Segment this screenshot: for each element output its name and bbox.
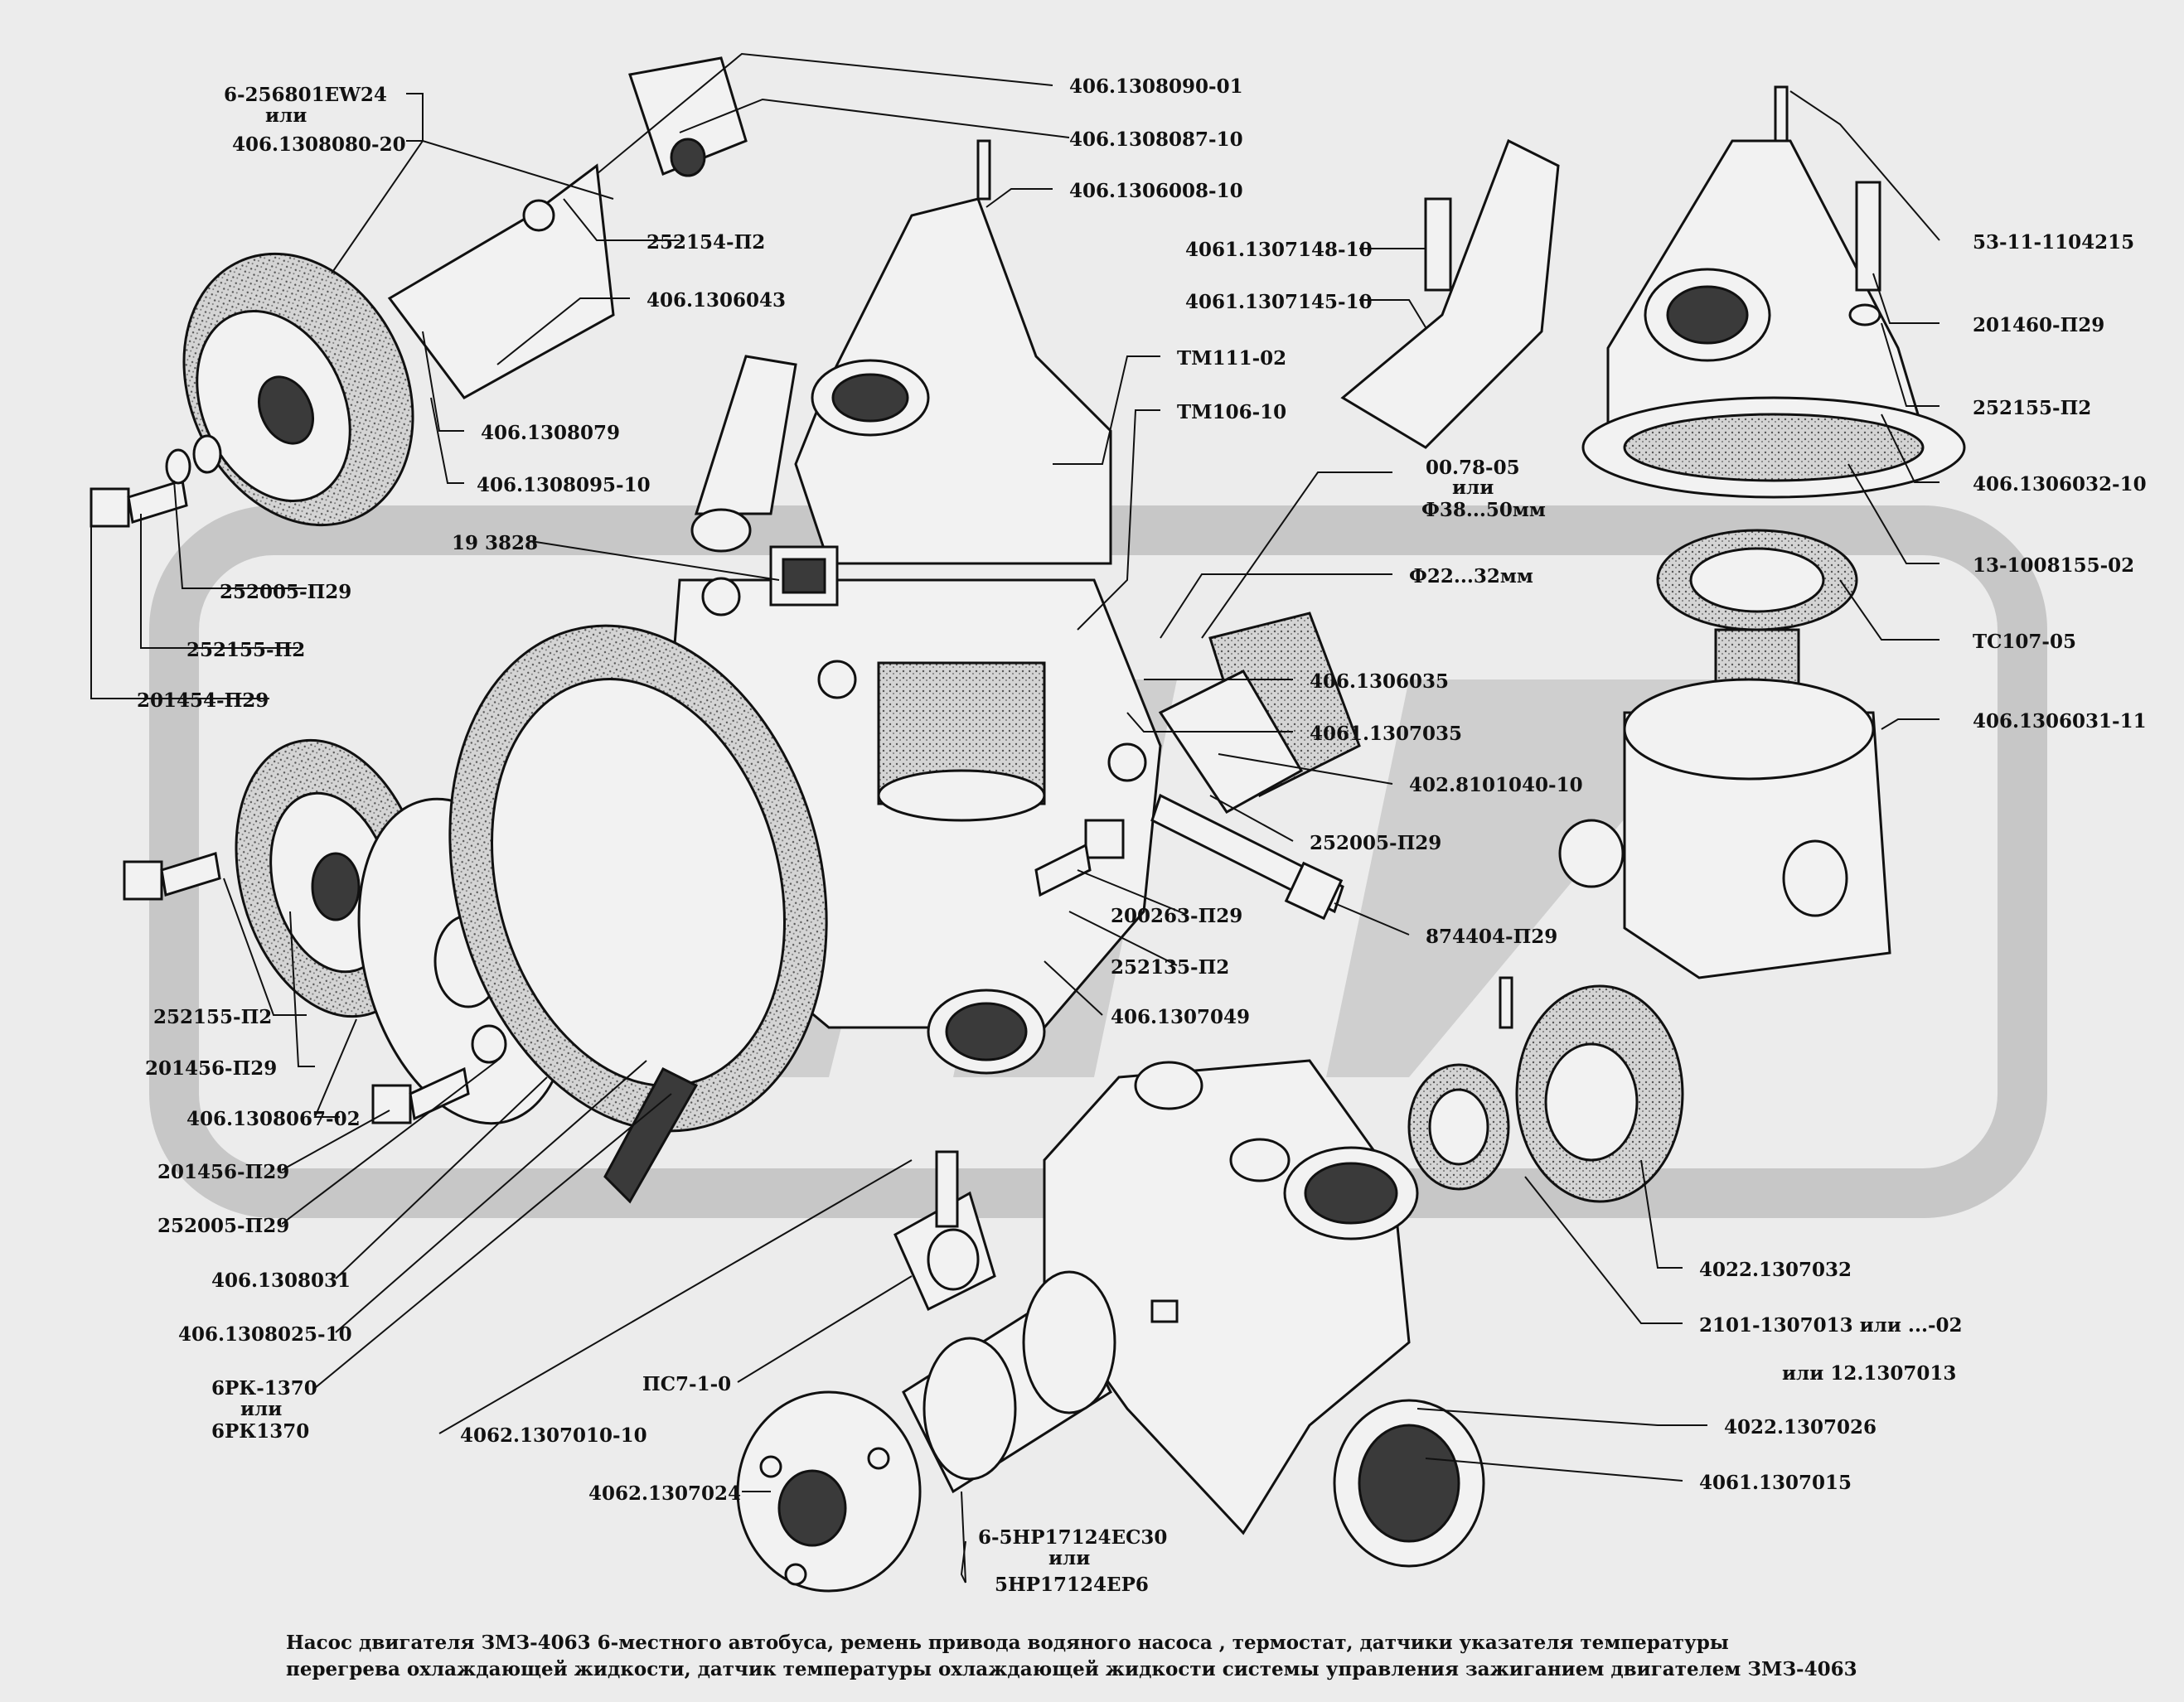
label-or-1: или: [265, 104, 307, 127]
label-F38-50mm: Ф38...50мм: [1421, 499, 1546, 521]
label-406-1308079: 406.1308079: [481, 422, 620, 444]
label-252005-P29-c: 252005-П29: [157, 1215, 289, 1237]
label-or-3: или: [240, 1398, 282, 1420]
label-406-1308087-10: 406.1308087-10: [1069, 128, 1243, 151]
label-5NR17124ER6: 5НР17124ЕР6: [995, 1574, 1149, 1596]
label-252005-P29-b: 252005-П29: [1310, 832, 1441, 854]
label-406-1308095-10: 406.1308095-10: [477, 474, 651, 496]
label-TC107-05: ТС107-05: [1973, 631, 2076, 653]
label-13-1008155-02: 13-1008155-02: [1973, 554, 2134, 577]
label-200263-P29: 200263-П29: [1111, 905, 1242, 927]
label-6RK1370: 6РК1370: [211, 1420, 309, 1443]
label-53-11-1104215: 53-11-1104215: [1973, 231, 2134, 254]
temperature-sensor-connector: [769, 545, 839, 607]
sensor-ps7: [893, 1150, 996, 1312]
label-201456-P29-b: 201456-П29: [157, 1161, 289, 1183]
label-406-1306008-10: 406.1306008-10: [1069, 180, 1243, 202]
label-TM111-02: ТМ111-02: [1177, 347, 1286, 370]
long-bolt-874404: [1150, 793, 1344, 921]
bolt-200263: [1034, 819, 1125, 897]
thermostat-right: [1558, 85, 1966, 979]
label-19-3828: 19 3828: [452, 532, 538, 554]
pump-shaft: [736, 1270, 1116, 1593]
label-201454-P29: 201454-П29: [137, 689, 269, 712]
label-406-1308080-20: 406.1308080-20: [232, 133, 406, 156]
label-402-8101040-10: 402.8101040-10: [1409, 774, 1583, 796]
label-4061-1307035: 4061.1307035: [1310, 723, 1462, 745]
label-406-1307049: 406.1307049: [1111, 1006, 1250, 1028]
water-pump-assembly: [90, 56, 1966, 1593]
label-6-256801EW24: 6-256801EW24: [224, 84, 387, 106]
thermostat-housing-center: [690, 139, 1112, 565]
figure-caption: Насос двигателя ЗМЗ-4063 6-местного авто…: [286, 1632, 1857, 1680]
label-406-1308090-01: 406.1308090-01: [1069, 75, 1243, 98]
label-or-4: или: [1048, 1547, 1090, 1569]
caption-line-2: перегрева охлаждающей жидкости, датчик т…: [286, 1658, 1857, 1680]
label-406-1306031-11: 406.1306031-11: [1973, 710, 2147, 733]
label-874404-P29: 874404-П29: [1426, 926, 1557, 948]
label-252155-P2-a: 252155-П2: [186, 639, 305, 661]
label-PS7-1-0: ПС7-1-0: [642, 1373, 731, 1395]
label-6RK-1370: 6РК-1370: [211, 1377, 317, 1400]
label-4061-1307015: 4061.1307015: [1699, 1472, 1852, 1494]
label-252135-P2: 252135-П2: [1111, 956, 1229, 979]
bolt-201454: [90, 434, 222, 528]
label-4061-1307145-10: 4061.1307145-10: [1185, 291, 1373, 313]
tensioner-roller-top: [182, 56, 748, 527]
label-252154-P2: 252154-П2: [646, 231, 765, 254]
label-12-1307013: или 12.1307013: [1782, 1362, 1956, 1385]
label-201460-P29: 201460-П29: [1973, 314, 2104, 336]
label-252005-P29-a: 252005-П29: [220, 581, 351, 603]
label-4062-1307024: 4062.1307024: [588, 1482, 741, 1505]
label-2101-1307013: 2101-1307013 или ...-02: [1699, 1314, 1963, 1337]
label-252155-P2-c: 252155-П2: [1973, 397, 2091, 419]
part-labels: 6-256801EW24 или 406.1308080-20 406.1308…: [137, 75, 2147, 1596]
impeller-and-seal: [1407, 976, 1684, 1203]
label-TM106-10: ТМ106-10: [1177, 401, 1286, 423]
label-00-78-05: 00.78-05: [1426, 457, 1520, 479]
label-4061-1307148-10: 4061.1307148-10: [1185, 239, 1373, 261]
caption-line-1: Насос двигателя ЗМЗ-4063 6-местного авто…: [286, 1632, 1729, 1654]
label-201456-P29-a: 201456-П29: [145, 1057, 277, 1080]
label-406-1308025-10: 406.1308025-10: [178, 1323, 352, 1346]
hoses: [1158, 138, 1560, 814]
label-or-2: или: [1452, 476, 1494, 499]
label-6-5NR17124EC30: 6-5НР17124ЕС30: [978, 1526, 1167, 1549]
label-4022-1307032: 4022.1307032: [1699, 1259, 1852, 1281]
label-406-1308067-02: 406.1308067-02: [186, 1108, 361, 1130]
label-4022-1307026: 4022.1307026: [1724, 1416, 1876, 1438]
pulley-and-belt: [123, 624, 828, 1204]
label-4062-1307010-10: 4062.1307010-10: [460, 1424, 647, 1447]
label-252155-P2-b: 252155-П2: [153, 1006, 272, 1028]
label-406-1306035: 406.1306035: [1310, 670, 1449, 693]
pump-body-lower: [1043, 1059, 1485, 1568]
leader-lines: [90, 52, 1940, 1584]
label-406-1308031: 406.1308031: [211, 1269, 351, 1292]
label-F22-32mm: Ф22...32мм: [1409, 565, 1533, 587]
label-406-1306032-10: 406.1306032-10: [1973, 473, 2147, 496]
label-406-1306043: 406.1306043: [646, 289, 786, 312]
